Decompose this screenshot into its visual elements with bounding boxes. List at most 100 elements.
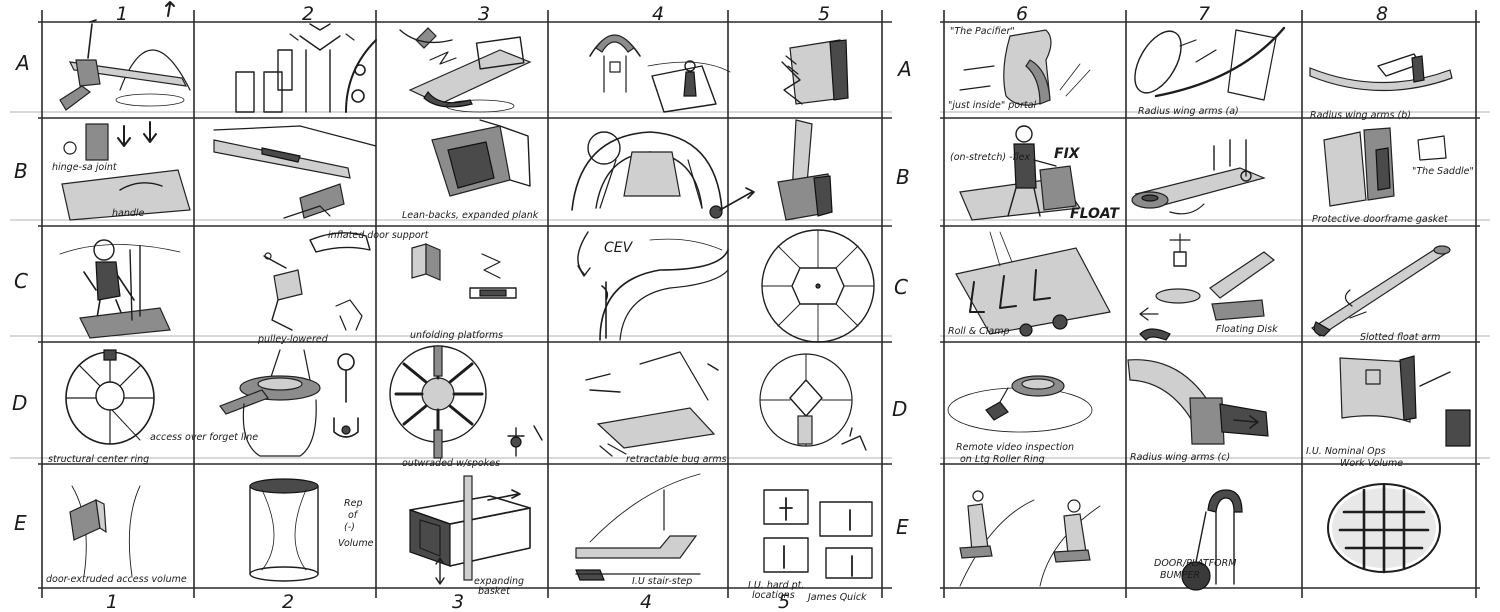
sketch-A1 bbox=[59, 1, 191, 111]
sketch-B8: "The Saddle" Protective doorframe gasket bbox=[1312, 127, 1474, 225]
col-label-7: 7 bbox=[1198, 3, 1210, 25]
grid-lines bbox=[10, 10, 1490, 598]
caption-E4: I.U stair-step bbox=[632, 576, 692, 587]
row-label-C: C bbox=[14, 269, 28, 293]
row-label-E: E bbox=[14, 511, 27, 535]
caption-D8-line2: Work Volume bbox=[1340, 458, 1403, 469]
sketch-A4 bbox=[589, 34, 731, 113]
caption-D1: structural center ring bbox=[48, 454, 149, 465]
sketch-C7: Floating Disk bbox=[1139, 233, 1278, 341]
caption-C8: Slotted float arm bbox=[1360, 332, 1440, 343]
sketch-C1 bbox=[59, 239, 181, 339]
row-label-D-mid: D bbox=[892, 397, 907, 421]
caption-D6-line2: on Ltg Roller Ring bbox=[960, 454, 1045, 465]
sketch-C4: CEV bbox=[577, 231, 729, 341]
sketch-D1: access over forget line structural cente… bbox=[48, 349, 258, 465]
sketch-A7: Radius wing arms (a) bbox=[1134, 26, 1286, 117]
caption-A6-note: "just inside" portal bbox=[948, 100, 1037, 111]
col-label-5: 5 bbox=[818, 3, 830, 25]
signature: James Quick bbox=[806, 592, 867, 603]
sketch-D5 bbox=[759, 353, 867, 451]
sketch-A2 bbox=[235, 23, 377, 113]
sketch-A6: "The Pacifier" "just inside" portal bbox=[948, 26, 1091, 111]
caption-A8: Radius wing arms (b) bbox=[1310, 110, 1411, 121]
sketch-A8: Radius wing arms (b) bbox=[1309, 53, 1453, 121]
caption-A6-title: "The Pacifier" bbox=[950, 26, 1015, 37]
caption-D3: outwraded w/spokes bbox=[402, 458, 500, 469]
row-label-B: B bbox=[14, 159, 28, 183]
col-label-3: 3 bbox=[478, 3, 490, 25]
caption-A7: Radius wing arms (a) bbox=[1138, 106, 1239, 117]
sketch-C5 bbox=[761, 229, 875, 343]
sketch-B2 bbox=[213, 125, 377, 219]
row-label-B-mid: B bbox=[896, 165, 910, 189]
sketch-B3: Lean-backs, expanded plank bbox=[402, 119, 539, 221]
row-label-E-mid: E bbox=[896, 515, 909, 539]
caption-B1-hinge: hinge-sa joint bbox=[52, 162, 118, 173]
caption-D7: Radius wing arms (c) bbox=[1130, 452, 1230, 463]
sketch-B4 bbox=[571, 131, 755, 219]
caption-E2-line4: Volume bbox=[338, 538, 374, 549]
caption-C7: Floating Disk bbox=[1216, 324, 1278, 335]
bottom-col-label-3: 3 bbox=[452, 591, 464, 612]
caption-E2-line1: Rep bbox=[344, 498, 362, 509]
column-labels-top: 1 2 3 4 5 6 7 8 bbox=[116, 3, 1388, 25]
bottom-col-label-5: 5 bbox=[778, 591, 790, 612]
sketch-C2: inflated door support pulley-lowered bbox=[257, 230, 430, 345]
row-labels-left: A B C D E bbox=[12, 51, 30, 535]
caption-E3-line2: basket bbox=[478, 586, 511, 597]
column-labels-bottom: 1 2 3 4 5 bbox=[106, 591, 790, 612]
caption-E2-line3: (-) bbox=[344, 522, 355, 533]
sketch-D4: retractable bug arms bbox=[585, 351, 727, 465]
sketch-E8 bbox=[1327, 483, 1441, 574]
caption-B6-stretch: (on-stretch) -flex bbox=[950, 152, 1030, 163]
caption-C4-label: CEV bbox=[604, 240, 634, 256]
row-label-A: A bbox=[14, 51, 30, 75]
sketch-C6: Roll & Clamp bbox=[948, 231, 1111, 337]
caption-D8-line1: I.U. Nominal Ops bbox=[1306, 446, 1386, 457]
sketch-B5 bbox=[777, 119, 833, 221]
caption-C2: pulley-lowered bbox=[257, 334, 329, 345]
sketch-A5 bbox=[781, 39, 849, 105]
sketch-E7: DOOR/PLATFORM BUMPER bbox=[1154, 489, 1243, 591]
col-label-4: 4 bbox=[652, 3, 664, 25]
sketch-A3 bbox=[399, 27, 532, 113]
caption-D4: retractable bug arms bbox=[626, 454, 727, 465]
sketch-D7: Radius wing arms (c) bbox=[1127, 359, 1269, 463]
col-label-2: 2 bbox=[302, 3, 314, 25]
caption-B1-handle: handle bbox=[112, 208, 145, 219]
row-label-D: D bbox=[12, 391, 27, 415]
caption-E5-line1: I.U. hard pt. bbox=[748, 580, 804, 591]
bottom-col-label-1: 1 bbox=[106, 591, 118, 612]
caption-E5-line2: locations bbox=[752, 590, 795, 601]
col-label-8: 8 bbox=[1376, 3, 1388, 25]
caption-E1: door-extruded access volume bbox=[46, 574, 187, 585]
sketch-D8: I.U. Nominal Ops Work Volume bbox=[1306, 355, 1471, 469]
caption-B6-fix: FIX bbox=[1054, 146, 1081, 162]
caption-E2-line2: of bbox=[348, 510, 359, 521]
sketch-B1: hinge-sa joint handle bbox=[52, 121, 191, 221]
caption-B6-float: FLOAT bbox=[1070, 206, 1120, 222]
sketch-B7 bbox=[1131, 139, 1266, 215]
sketch-C3: unfolding platforms bbox=[410, 243, 517, 341]
sketch-D6: Remote video inspection on Ltg Roller Ri… bbox=[947, 375, 1093, 465]
sketch-D3: outwraded w/spokes bbox=[389, 345, 543, 469]
sketch-E6 bbox=[959, 490, 1101, 587]
sketch-E3: expanding basket bbox=[409, 475, 531, 597]
caption-C6: Roll & Clamp bbox=[948, 326, 1010, 337]
caption-E7-line1: DOOR/PLATFORM bbox=[1154, 558, 1236, 569]
caption-D1-note: access over forget line bbox=[150, 432, 258, 443]
caption-B3: Lean-backs, expanded plank bbox=[402, 210, 539, 221]
sketch-E1: door-extruded access volume bbox=[46, 485, 187, 585]
caption-D6-line1: Remote video inspection bbox=[956, 442, 1074, 453]
row-label-A-mid: A bbox=[896, 57, 912, 81]
caption-B8-saddle: "The Saddle" bbox=[1412, 166, 1474, 177]
caption-C3: unfolding platforms bbox=[410, 330, 503, 341]
caption-E7-line2: BUMPER bbox=[1160, 570, 1200, 581]
sketch-E4: I.U stair-step bbox=[575, 473, 701, 587]
sketch-E5: I.U. hard pt. locations James Quick bbox=[748, 489, 873, 603]
caption-C2-note: inflated door support bbox=[328, 230, 430, 241]
caption-B8: Protective doorframe gasket bbox=[1312, 214, 1449, 225]
sketch-B6: (on-stretch) -flex FIX FLOAT bbox=[950, 125, 1120, 222]
